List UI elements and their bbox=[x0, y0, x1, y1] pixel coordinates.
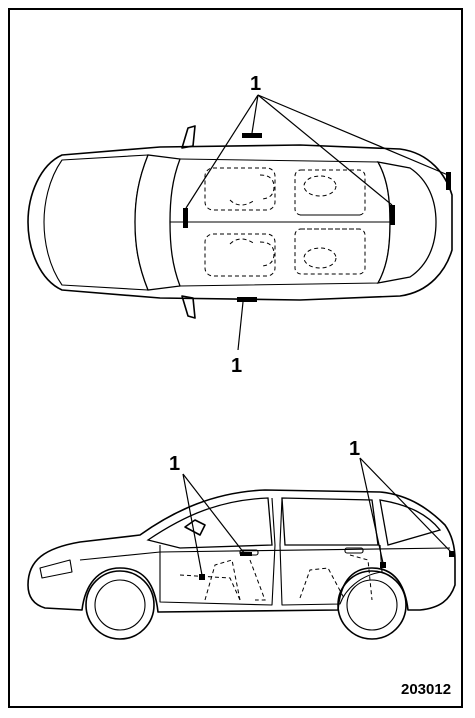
side-view-rear-wheel bbox=[337, 570, 407, 640]
top-view-marker-front-lower bbox=[237, 297, 257, 302]
side-view-front-window bbox=[146, 497, 273, 549]
side-view-headlight bbox=[39, 559, 73, 579]
callout-top-lower: 1 bbox=[231, 355, 242, 377]
side-view-rear-window bbox=[281, 497, 379, 546]
side-view-marker-rear bbox=[449, 551, 455, 557]
top-view-marker-left bbox=[183, 208, 188, 228]
top-view-right-mirror bbox=[181, 295, 196, 319]
side-view-b-pillar bbox=[271, 497, 276, 546]
top-view-rear-window bbox=[376, 161, 437, 284]
side-view-marker-front-door bbox=[240, 552, 252, 556]
side-view-body-outline bbox=[27, 489, 456, 613]
figure-number: 203012 bbox=[401, 681, 451, 698]
top-view-marker-front-upper bbox=[242, 133, 262, 138]
top-view-seats bbox=[204, 167, 366, 277]
callout-top-upper: 1 bbox=[250, 73, 261, 95]
top-view-car bbox=[27, 125, 453, 319]
top-view-left-mirror bbox=[181, 125, 196, 149]
callout-side-rear: 1 bbox=[349, 438, 360, 460]
top-view-leader-lines bbox=[185, 94, 449, 351]
side-view-front-door bbox=[159, 544, 276, 606]
top-view-marker-rear bbox=[446, 172, 451, 190]
top-view-body-outline bbox=[27, 144, 453, 301]
illustration-frame bbox=[8, 8, 463, 708]
callout-side-front: 1 bbox=[169, 453, 180, 475]
side-view-marker-front-seat bbox=[199, 574, 205, 580]
side-view-quarter-window bbox=[379, 499, 442, 546]
side-view-rear-door bbox=[279, 544, 383, 606]
side-view-marker-rear-seat bbox=[380, 562, 386, 568]
side-view-leader-lines bbox=[182, 457, 452, 576]
side-view-car bbox=[27, 489, 456, 640]
side-view-seats bbox=[179, 554, 373, 601]
top-view-marker-right bbox=[390, 205, 395, 225]
side-view-rear-handle bbox=[344, 547, 364, 554]
top-view-hood bbox=[43, 154, 149, 291]
side-view-front-wheel bbox=[85, 570, 155, 640]
